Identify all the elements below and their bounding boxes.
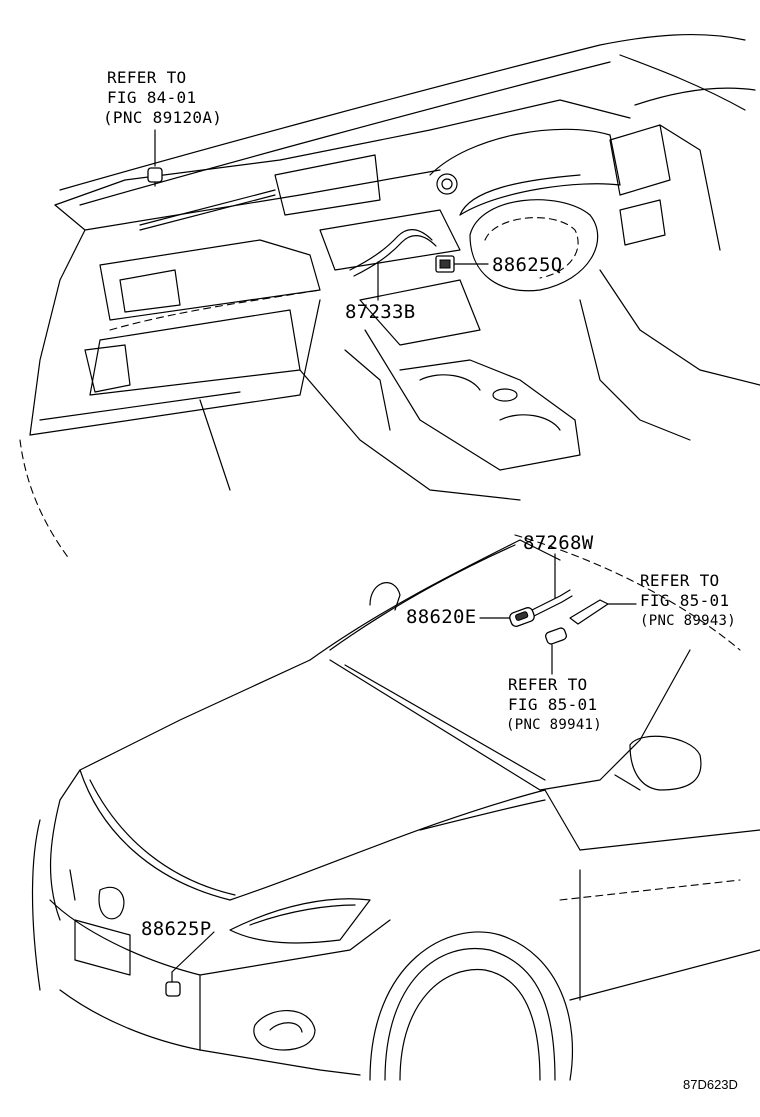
part-label-88625q: 88625Q [492,256,562,275]
part-88625p [166,932,214,996]
ref-mid-line3: (PNC 89941) [506,718,602,732]
part-87268w [528,554,572,618]
part-label-87233b: 87233B [345,303,415,322]
ref-right-line1: REFER TO [640,573,719,589]
ref-top-line2: FIG 84-01 [107,90,196,106]
part-pnc-89943 [570,600,636,624]
ref-mid-line2: FIG 85-01 [508,697,597,713]
part-label-87268w: 87268W [523,534,593,553]
ref-top-line3: (PNC 89120A) [103,110,222,126]
ref-mid-line1: REFER TO [508,677,587,693]
part-pnc-89941 [545,627,568,674]
part-label-88625p: 88625P [141,920,211,939]
ref-right-line2: FIG 85-01 [640,593,729,609]
ref-top-line1: REFER TO [107,70,186,86]
harness-87233b [350,230,436,300]
sensor-top-part [148,168,162,186]
diagram-code: 87D623D [683,1078,738,1091]
part-label-88620e: 88620E [406,608,476,627]
part-88620e [480,606,536,627]
ref-right-line3: (PNC 89943) [640,614,736,628]
